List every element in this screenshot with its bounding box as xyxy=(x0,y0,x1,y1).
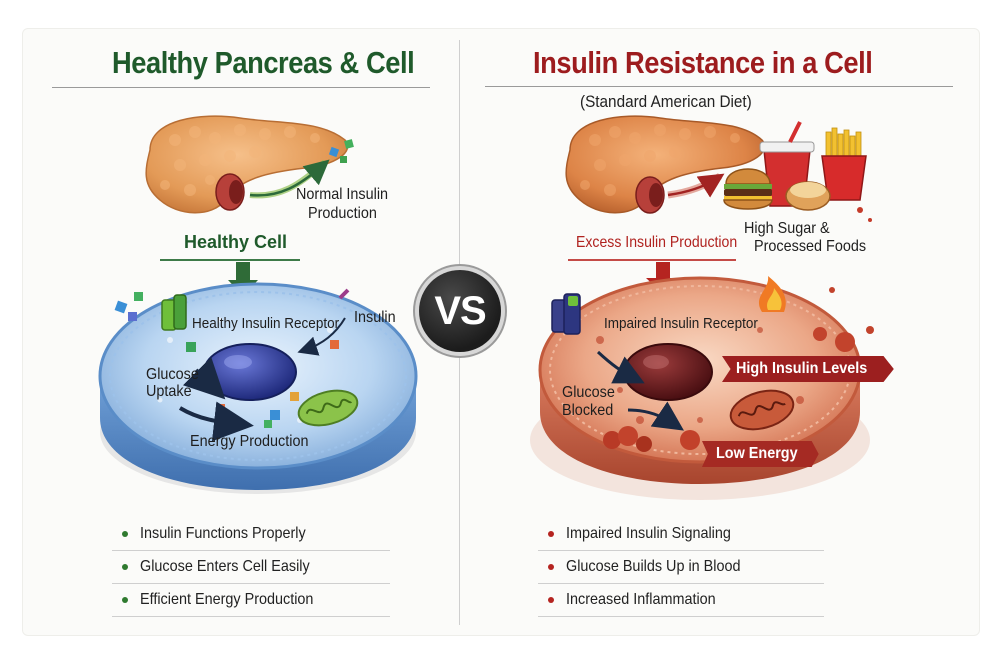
healthy-pancreas-icon xyxy=(145,115,354,214)
healthy-bullet-list: Insulin Functions Properly Glucose Enter… xyxy=(112,518,390,617)
high-insulin-tag: High Insulin Levels xyxy=(722,356,894,382)
healthy-title: Healthy Pancreas & Cell xyxy=(112,45,415,80)
bullet-dot-icon xyxy=(548,531,554,537)
healthy-title-rule xyxy=(52,87,430,88)
bullet-dot-icon xyxy=(122,597,128,603)
healthy-cell-icon xyxy=(98,282,418,494)
healthy-cell-label: Healthy Cell xyxy=(184,232,288,252)
list-item: Glucose Enters Cell Easily xyxy=(112,551,390,584)
stressed-pancreas-icon xyxy=(565,115,766,214)
normal-insulin-label-line1: Normal Insulin xyxy=(296,186,389,203)
excess-insulin-label: Excess Insulin Production xyxy=(576,234,738,251)
impaired-receptor-label: Impaired Insulin Receptor xyxy=(604,315,758,332)
list-item: Insulin Functions Properly xyxy=(112,518,390,551)
list-item: Glucose Builds Up in Blood xyxy=(538,551,824,584)
energy-production-label: Energy Production xyxy=(190,433,309,450)
glucose-blocked-label-line2: Blocked xyxy=(562,402,614,419)
vs-badge: VS xyxy=(419,270,501,352)
food-label-line2: Processed Foods xyxy=(754,238,867,255)
resistant-cell-icon xyxy=(530,276,874,500)
insulin-label: Insulin xyxy=(354,309,396,326)
excess-insulin-underline xyxy=(568,259,736,261)
healthy-receptor-label: Healthy Insulin Receptor xyxy=(192,315,340,332)
bullet-dot-icon xyxy=(548,597,554,603)
list-item: Increased Inflammation xyxy=(538,584,824,617)
low-energy-tag: Low Energy xyxy=(702,441,819,467)
resistance-title-rule xyxy=(485,86,953,87)
normal-insulin-label-line2: Production xyxy=(308,205,377,222)
glucose-uptake-label-line1: Glucose xyxy=(146,366,199,383)
bullet-dot-icon xyxy=(122,531,128,537)
glucose-blocked-label-line1: Glucose xyxy=(562,384,615,401)
bullet-dot-icon xyxy=(548,564,554,570)
glucose-uptake-label-line2: Uptake xyxy=(146,383,192,400)
food-label-line1: High Sugar & xyxy=(744,220,830,237)
resistance-title: Insulin Resistance in a Cell xyxy=(533,45,873,80)
resistance-bullet-list: Impaired Insulin Signaling Glucose Build… xyxy=(538,518,824,617)
healthy-cell-underline xyxy=(160,259,300,261)
bullet-dot-icon xyxy=(122,564,128,570)
list-item: Impaired Insulin Signaling xyxy=(538,518,824,551)
list-item: Efficient Energy Production xyxy=(112,584,390,617)
resistance-subtitle: (Standard American Diet) xyxy=(580,92,752,111)
junk-food-icon xyxy=(723,121,872,222)
